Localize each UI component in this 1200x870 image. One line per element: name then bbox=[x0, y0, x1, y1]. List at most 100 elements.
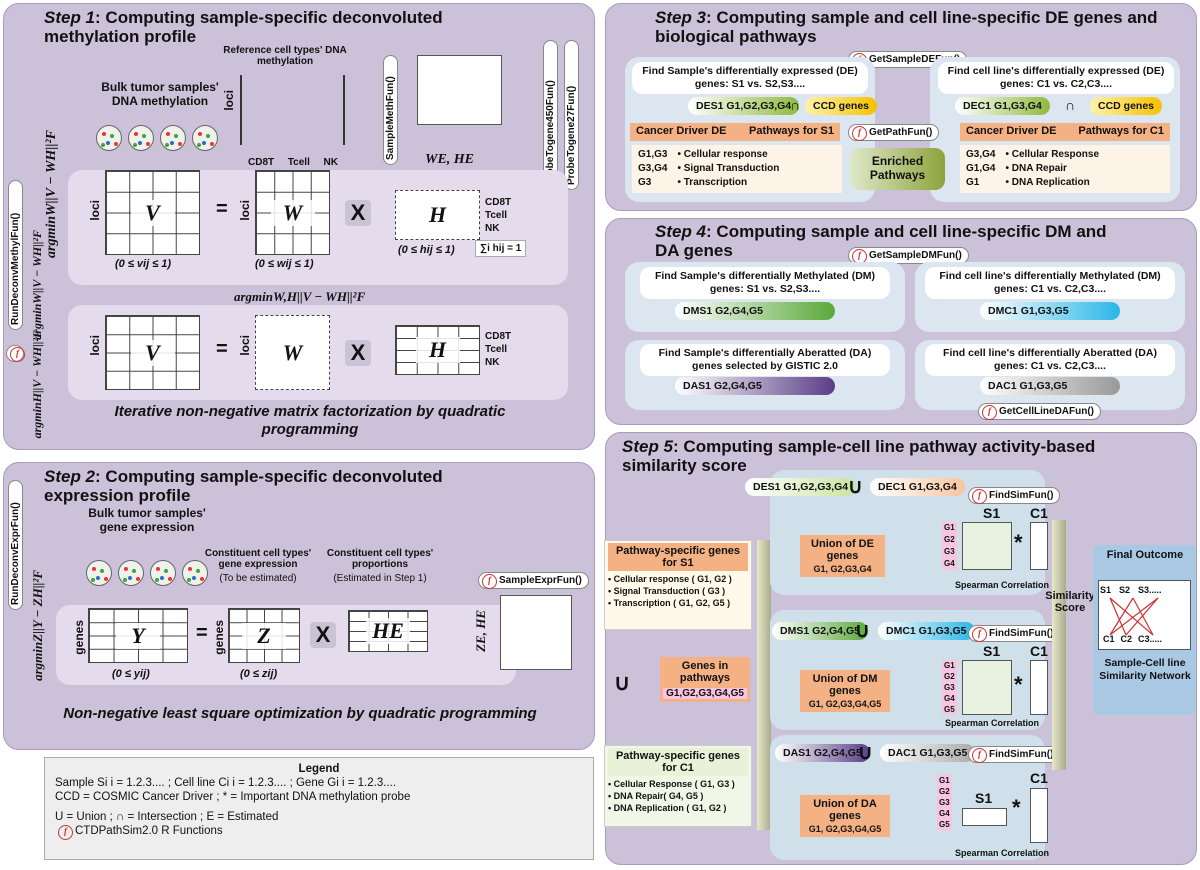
network-node-s2: S2 bbox=[1119, 585, 1131, 595]
dm-s1-label: DMS1 bbox=[683, 305, 713, 317]
find-sample-dm: Find Sample's differentially Methylated … bbox=[640, 267, 890, 299]
s-paths-col: • Cellular response• Signal Transduction… bbox=[677, 148, 779, 190]
step5-number: Step 5 bbox=[622, 437, 674, 456]
genes-in-pathways: Genes in pathways G1,G2,G3,G4,G5 bbox=[660, 657, 750, 702]
g-row: G4 bbox=[939, 809, 950, 818]
star-de: * bbox=[1014, 530, 1023, 555]
c-paths-col: • Cellular Response• DNA Repair• DNA Rep… bbox=[1005, 148, 1099, 190]
probe27-button[interactable]: ProbeTogene27Fun() bbox=[564, 40, 579, 190]
network-node-c1: C1 bbox=[1103, 634, 1115, 644]
union-da-value: G1, G2,G3,G4,G5 bbox=[808, 824, 882, 834]
union-symbol-left: ∪ bbox=[614, 670, 631, 695]
genes-y-label: genes bbox=[72, 620, 86, 655]
vertical-flow-bar bbox=[757, 540, 771, 830]
argmin-z-label: argminZ||Y − ZH||²F bbox=[30, 570, 45, 681]
y-matrix-label: Y bbox=[116, 622, 160, 649]
c-path-row: • Cellular Response bbox=[1005, 149, 1100, 160]
step1-number: Step 1 bbox=[44, 8, 96, 27]
union-de-label: Union of DE genes bbox=[811, 538, 874, 562]
union-dm-value: G1, G2,G3,G4,G5 bbox=[808, 699, 882, 709]
ps-s-item: • Transcription ( G1, G2, G5 ) bbox=[608, 598, 731, 608]
ps-c-text: Cellular Response ( G1, G3 ) bbox=[613, 779, 735, 789]
probe450-button[interactable]: ProbeTogene450Fun() bbox=[543, 40, 558, 190]
r-function-icon bbox=[55, 824, 73, 840]
find-sample-de: Find Sample's differentially expressed (… bbox=[632, 62, 868, 94]
sum-constraint: ∑i hij = 1 bbox=[475, 240, 527, 257]
intersect-s: ∩ bbox=[790, 97, 801, 113]
multiply-sign-3: X bbox=[310, 622, 336, 648]
ps-c-header: Pathway-specific genes for C1 bbox=[608, 748, 748, 776]
run-deconv-expr-button[interactable]: RunDeconvExprFun() bbox=[8, 480, 23, 610]
sample-dot bbox=[118, 560, 144, 586]
get-sample-dm-button[interactable]: GetSampleDMFun() bbox=[848, 247, 969, 264]
h-matrix-2-label: H bbox=[415, 337, 460, 363]
de-c1-genes: G1,G3,G4 bbox=[993, 100, 1042, 112]
g-row: G1 bbox=[939, 776, 950, 785]
multiply-sign: X bbox=[345, 200, 371, 226]
find-sim-da-button[interactable]: FindSimFun() bbox=[968, 746, 1061, 763]
argmin-h-label: argminH||V − WH||²F bbox=[30, 330, 44, 439]
dm-s1-bar: DMS1 G2,G4,G5 bbox=[675, 302, 835, 320]
he-matrix: HE bbox=[348, 610, 428, 652]
ps-s-item: • Signal Transduction ( G3 ) bbox=[608, 586, 726, 596]
sample-dot bbox=[192, 125, 218, 151]
w-constraint: (0 ≤ wij ≤ 1) bbox=[255, 258, 314, 270]
h-matrix-label: H bbox=[415, 202, 460, 228]
ref-celltype-matrix bbox=[240, 75, 345, 145]
find-sim-de-button[interactable]: FindSimFun() bbox=[968, 487, 1061, 504]
union-de-value: G1, G2,G3,G4 bbox=[813, 564, 872, 574]
ref-loci-label: loci bbox=[222, 90, 236, 111]
we-he-label: WE, HE bbox=[425, 152, 475, 167]
expr-sample-dots bbox=[86, 560, 208, 586]
spearman-de: Spearman Correlation bbox=[955, 580, 1050, 590]
h2-celltype-nk: NK bbox=[485, 357, 500, 368]
da-s1-bar: DAS1 G2,G4,G5 bbox=[675, 377, 835, 395]
s-gene-row: G1,G3 bbox=[638, 149, 668, 160]
similarity-score-label: Similarity Score bbox=[1045, 590, 1095, 614]
get-path-button[interactable]: GetPathFun() bbox=[848, 124, 940, 141]
star-da: * bbox=[1012, 795, 1021, 820]
sample-expr-button[interactable]: SampleExprFun() bbox=[478, 572, 589, 589]
bulk-sample-dots bbox=[96, 125, 218, 151]
dm-c1-genes: G1,G3,G5 bbox=[1020, 305, 1069, 317]
s1-matrix-de bbox=[962, 522, 1012, 570]
sample-dot bbox=[182, 560, 208, 586]
s-path-row: • Signal Transduction bbox=[677, 163, 780, 174]
h-celltype-tcell: Tcell bbox=[485, 210, 508, 221]
run-deconv-methyl-button[interactable]: RunDeconvMethylFun() bbox=[8, 180, 23, 330]
s-path-text: Cellular response bbox=[683, 149, 768, 160]
ps-s-text: Transcription ( G1, G2, G5 ) bbox=[613, 598, 731, 608]
y-matrix: Y bbox=[88, 608, 188, 663]
c1-matrix-de bbox=[1030, 522, 1048, 570]
get-cellline-da-button[interactable]: GetCellLineDAFun() bbox=[978, 403, 1101, 420]
network-node-c3: C3..... bbox=[1138, 634, 1163, 644]
step2-number: Step 2 bbox=[44, 467, 96, 486]
function-icon-step1[interactable] bbox=[6, 345, 25, 362]
g-row: G4 bbox=[944, 694, 955, 703]
s-path-text: Transcription bbox=[683, 177, 748, 188]
argmin-w-label: argminW||V − WH||²F bbox=[30, 230, 44, 340]
dm-c1-label: DMC1 bbox=[988, 305, 1018, 317]
step3-title-text: : Computing sample and cell line-specifi… bbox=[655, 8, 1158, 46]
sample-meth-button[interactable]: SampleMethFun() bbox=[383, 55, 398, 165]
da-c1-label: DAC1 bbox=[988, 380, 1017, 392]
g-row: G2 bbox=[944, 535, 955, 544]
c-path-text: DNA Repair bbox=[1011, 163, 1067, 174]
find-cell-da: Find cell line's differentially Aberatte… bbox=[925, 344, 1175, 376]
final-outcome-label: Final Outcome bbox=[1106, 549, 1184, 561]
c-gene-row: G1 bbox=[966, 177, 980, 188]
da-c1-genes: G1,G3,G5 bbox=[1019, 380, 1068, 392]
w-matrix-dashed-label: W bbox=[270, 339, 315, 366]
w-matrix-dashed: W bbox=[255, 315, 330, 390]
constituent-prop-label: Constituent cell types' proportions(Esti… bbox=[320, 548, 440, 584]
celltype-nk: NK bbox=[323, 157, 338, 168]
h-matrix-2: H bbox=[395, 325, 480, 375]
find-sim-dm-button[interactable]: FindSimFun() bbox=[968, 625, 1061, 642]
